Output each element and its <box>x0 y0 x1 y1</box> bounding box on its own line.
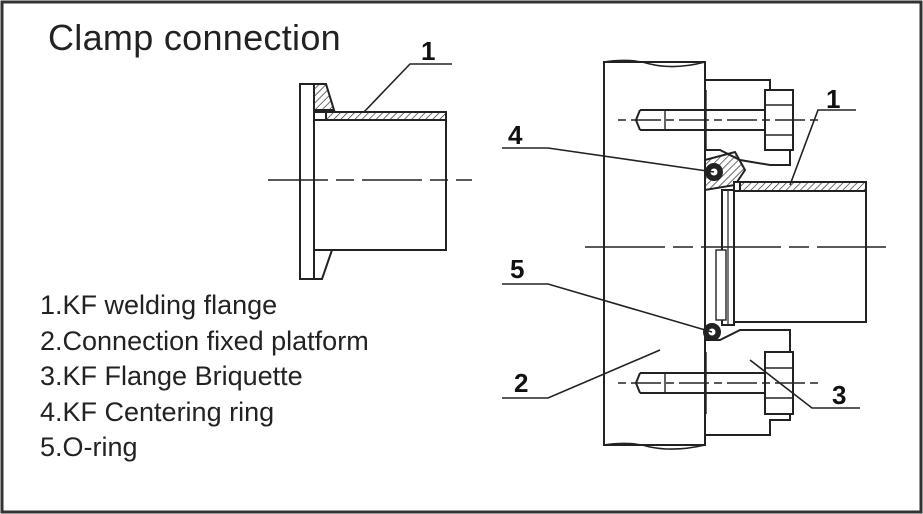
callout-3: 3 <box>832 380 847 410</box>
platform-break-top <box>603 59 706 68</box>
right-tube <box>733 181 867 323</box>
legend-item: 2.Connection fixed platform <box>40 325 369 356</box>
leader-4 <box>502 147 715 173</box>
leader-1-right <box>789 109 856 186</box>
legend-item: 4.KF Centering ring <box>40 396 275 427</box>
legend-item: 3.KF Flange Briquette <box>40 361 303 391</box>
leader-2 <box>502 349 661 399</box>
platform-break-bottom <box>603 442 706 450</box>
tube-wall-top <box>325 111 447 121</box>
callout-1-left: 1 <box>421 36 436 66</box>
callout-1-right: 1 <box>826 84 841 114</box>
kf-welding-flange-drawing <box>268 63 472 280</box>
legend-item: 1.KF welding flange <box>40 290 278 320</box>
leader-3 <box>749 359 860 409</box>
legend-item: 5.O-ring <box>40 432 138 462</box>
parts-legend: 1.KF welding flange 2.Connection fixed p… <box>40 288 369 466</box>
leader-1-left <box>363 63 452 113</box>
flange-tube <box>313 111 447 251</box>
flange-plate <box>299 83 315 280</box>
drawing-title: Clamp connection <box>48 17 341 58</box>
callout-4: 4 <box>508 120 523 150</box>
flange-chamfer-top <box>313 83 336 111</box>
clamp-assembly-drawing <box>502 59 886 450</box>
leader-5 <box>502 283 713 333</box>
callout-5: 5 <box>510 254 525 284</box>
right-tube-wall <box>739 181 867 192</box>
callout-2: 2 <box>514 368 529 398</box>
flange-chamfer-bottom <box>313 249 334 280</box>
